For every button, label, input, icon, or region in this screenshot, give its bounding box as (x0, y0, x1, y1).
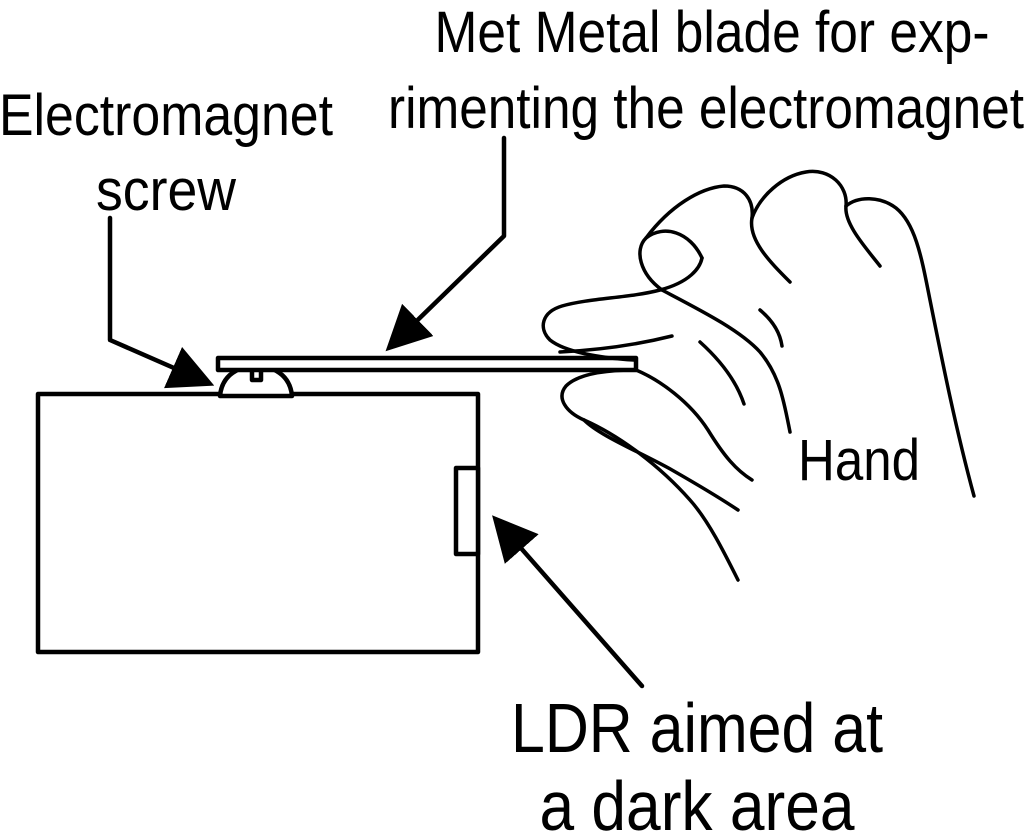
screw-pointer-arrow (107, 215, 215, 389)
screw-slot (249, 363, 264, 383)
ldr-label-line1: LDR aimed at (511, 689, 883, 767)
screw-label-line2: screw (96, 158, 237, 223)
blade-pointer-arrow (385, 135, 507, 352)
hand-middle-finger (644, 184, 792, 284)
hand-little-finger (844, 197, 976, 498)
ldr-label-line2: a dark area (540, 767, 855, 836)
hand-drawing (541, 169, 976, 582)
hand-lower-finger-1 (560, 368, 740, 582)
screw-label-line1: Electromagnet (0, 83, 333, 148)
blade-label-line2: rimenting the electromagnet (388, 76, 1024, 141)
hand-index-finger (638, 229, 704, 292)
hand-thumb-crease (558, 334, 674, 354)
hand-palm-line (660, 288, 792, 434)
ldr-pointer-arrow (492, 515, 645, 689)
hand-lower-finger-2 (582, 418, 740, 512)
metal-blade (215, 355, 639, 373)
hand-wrist-line (698, 340, 746, 406)
electromagnet-box (35, 391, 481, 655)
hand-ring-finger (750, 169, 882, 268)
hand-label: Hand (798, 428, 920, 493)
hand-knuckle-curve (758, 308, 784, 348)
blade-label-line1: Met Metal blade for exp- (435, 0, 990, 65)
ldr-sensor (453, 465, 481, 557)
hand-lower-finger-3 (634, 368, 754, 482)
